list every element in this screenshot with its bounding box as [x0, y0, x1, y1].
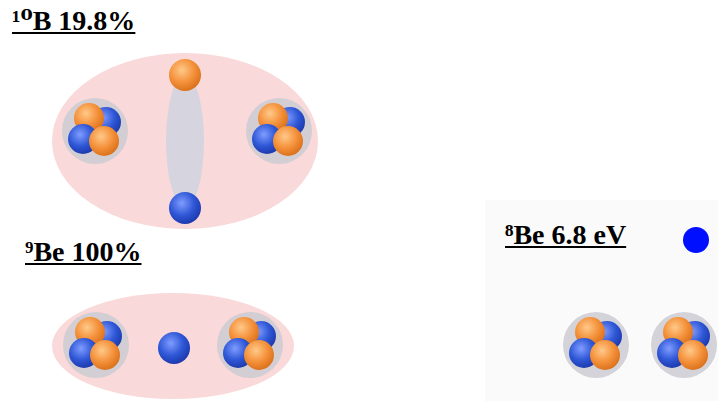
isotope-heading: ⁸Be 6.8 eV [505, 219, 626, 251]
alpha-cluster [217, 312, 283, 378]
alpha-cluster [246, 98, 312, 164]
alpha-cluster [651, 312, 717, 378]
alpha-cluster [63, 312, 129, 378]
cluster-envelope [52, 53, 318, 229]
alpha-cluster [62, 98, 128, 164]
neutron-dot [683, 227, 709, 253]
neutron [169, 192, 201, 224]
background-panel [485, 200, 718, 401]
alpha-cluster [563, 312, 629, 378]
cluster-envelope [52, 293, 294, 399]
isotope-heading: ⁹Be 100% [25, 236, 142, 268]
proton [169, 59, 201, 91]
isotope-heading: ¹⁰B 19.8% [12, 5, 135, 37]
pair-bond [166, 75, 204, 207]
neutron [158, 332, 190, 364]
